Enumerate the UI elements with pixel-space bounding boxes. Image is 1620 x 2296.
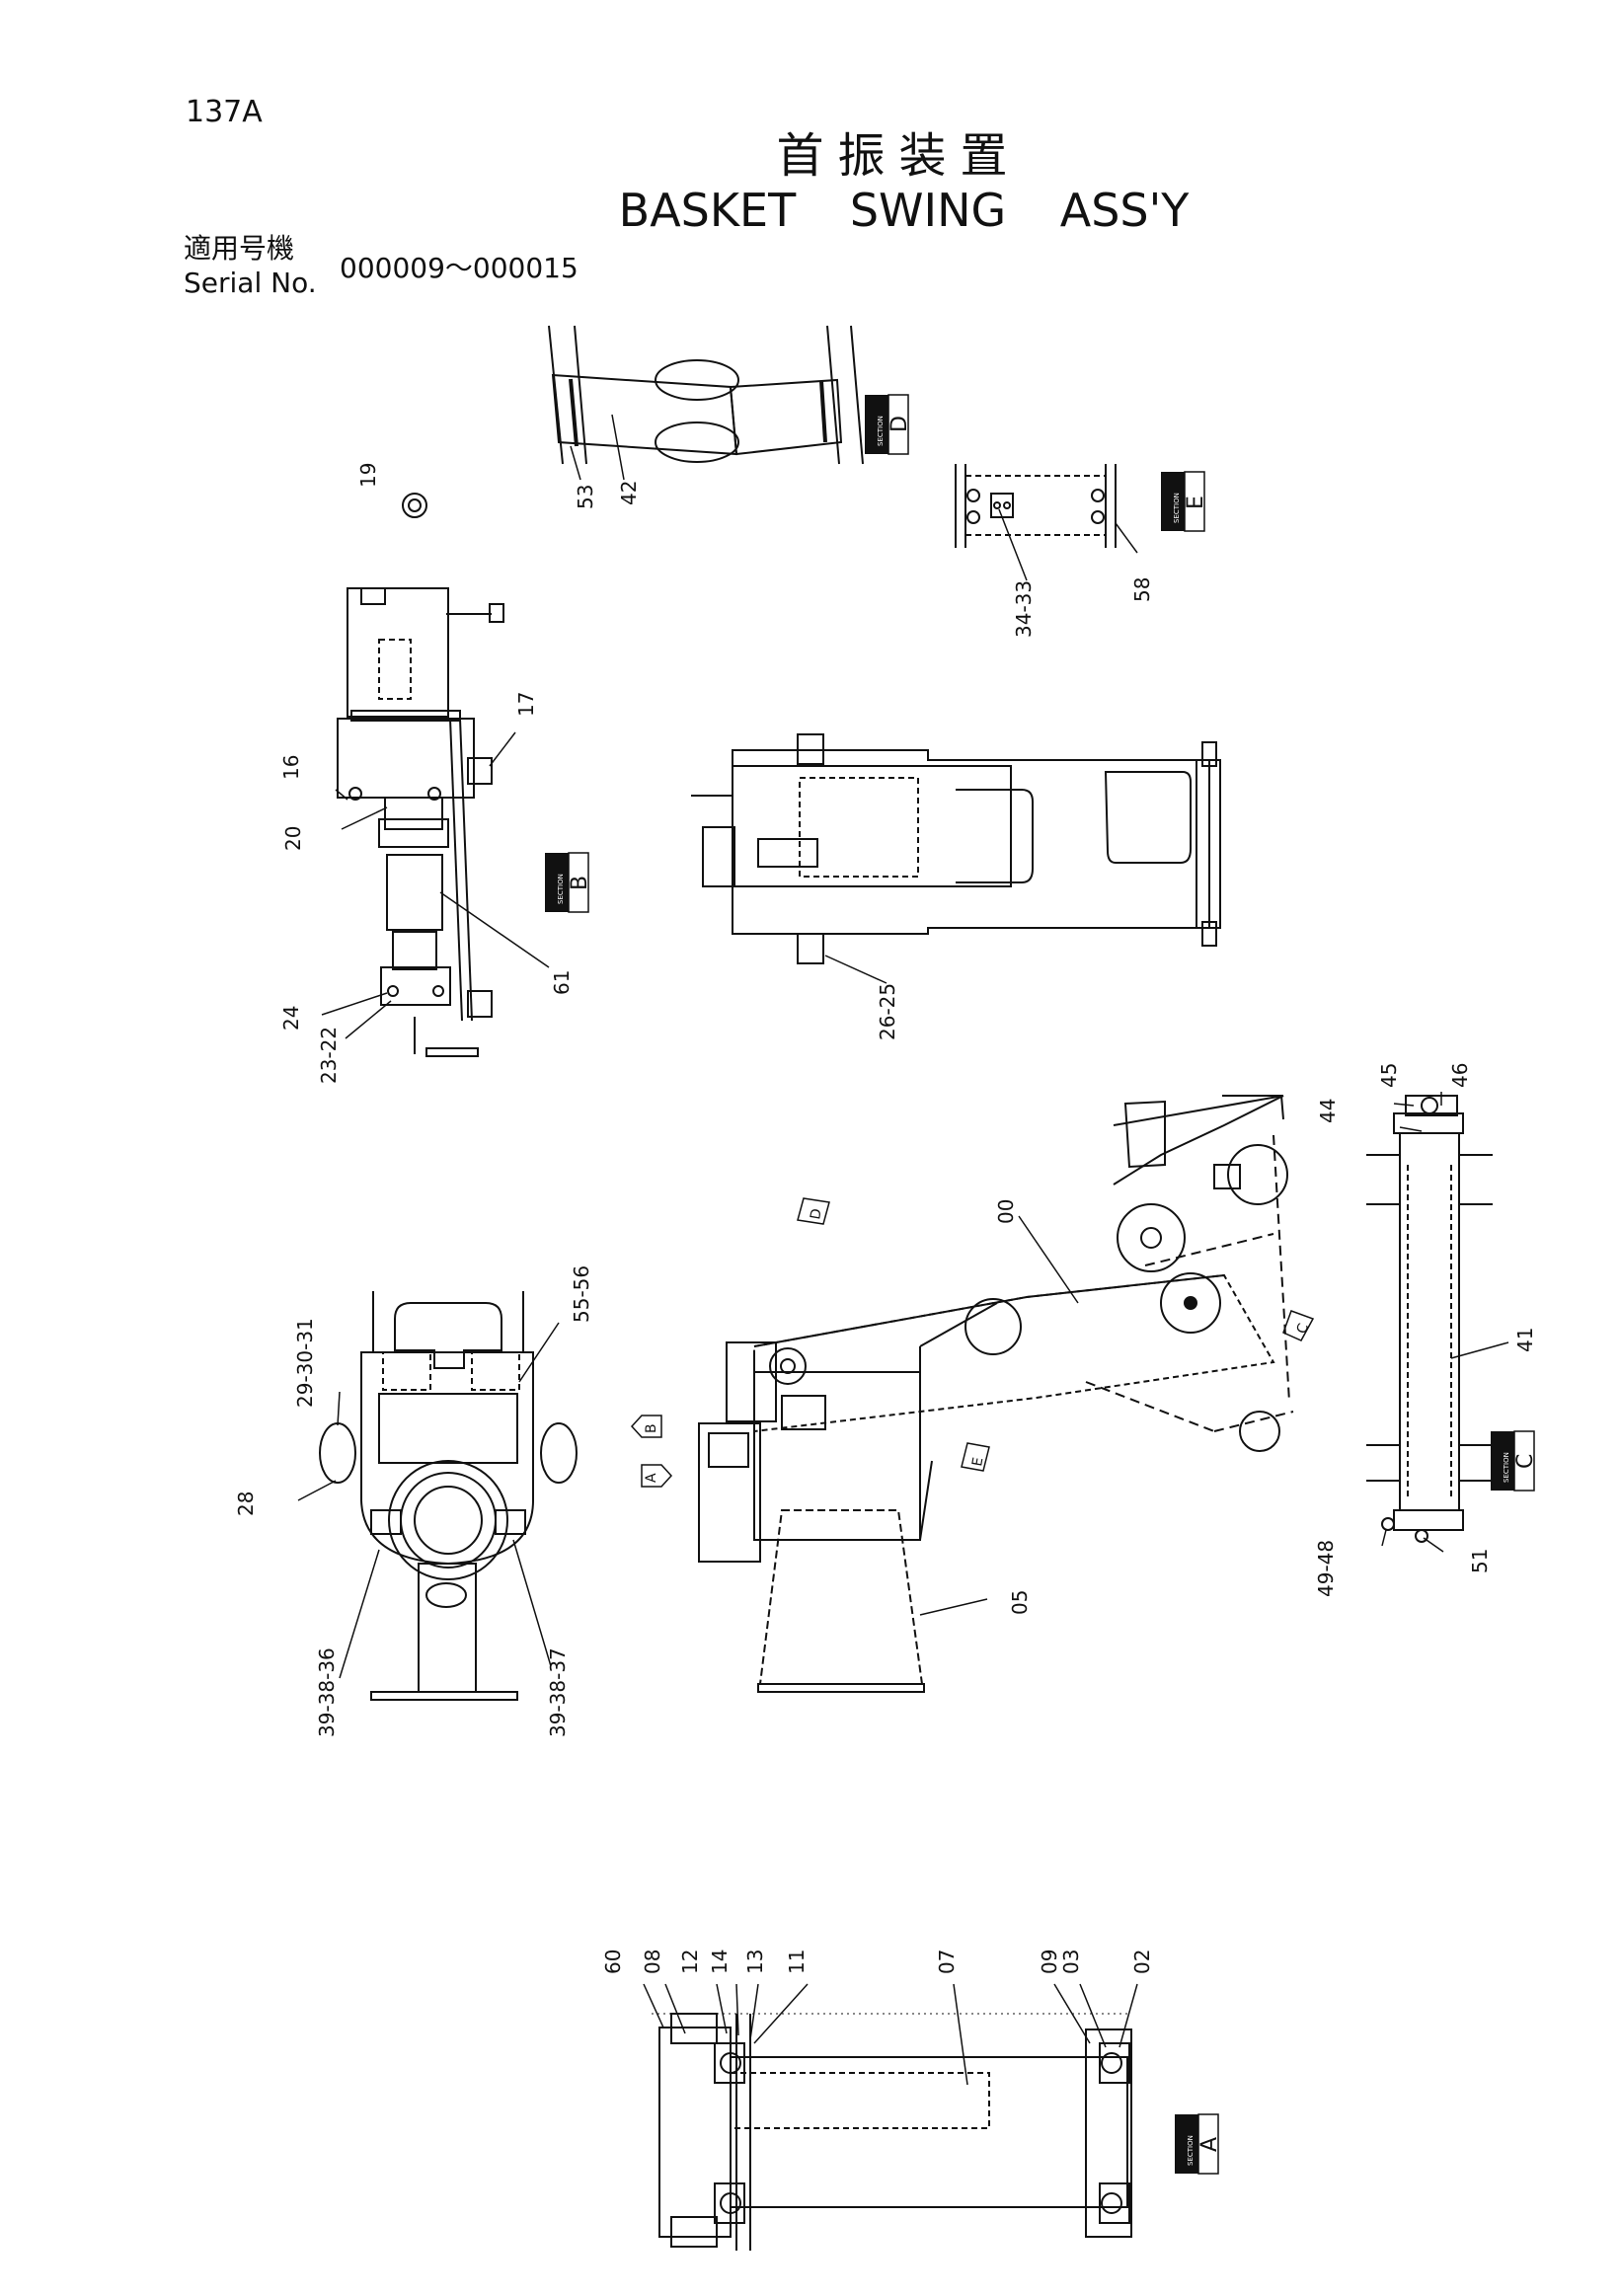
part-label-51: 51	[1468, 1549, 1492, 1573]
part-label-20: 20	[281, 826, 305, 851]
section-e-word: SECTION	[1173, 493, 1181, 523]
section-c-drawing	[1366, 1095, 1493, 1543]
part-label-39-38-37: 39-38-37	[546, 1647, 570, 1737]
part-label-07: 07	[935, 1950, 959, 1974]
page-number: 137A	[186, 95, 263, 129]
part-label-03: 03	[1059, 1950, 1083, 1974]
section-a-word: SECTION	[1187, 2135, 1195, 2166]
part-label-11: 11	[785, 1950, 809, 1974]
part-label-61: 61	[550, 970, 574, 995]
serial-range: 000009～000015	[340, 252, 579, 284]
part-label-12: 12	[678, 1950, 702, 1974]
serial-label-japanese: 適用号機	[184, 232, 295, 265]
part-label-45: 45	[1377, 1063, 1401, 1088]
section-b-drawing	[337, 587, 504, 1057]
view-arrow-shapes	[630, 1197, 1315, 1488]
section-badges	[545, 394, 1535, 2175]
part-label-28: 28	[234, 1492, 258, 1516]
front-view-drawing	[319, 1291, 578, 1701]
title-english: BASKET SWING ASS'Y	[618, 184, 1190, 237]
part-label-17: 17	[514, 692, 538, 717]
serial-label-english: Serial No.	[184, 267, 317, 299]
part-label-49-48: 49-48	[1314, 1540, 1338, 1597]
part-label-42: 42	[617, 481, 641, 505]
part-label-14: 14	[708, 1950, 732, 1974]
view-arrow-d-letter: D	[808, 1207, 825, 1220]
section-b-word: SECTION	[557, 874, 565, 904]
section-d-drawing	[548, 325, 864, 465]
section-c-word: SECTION	[1503, 1452, 1510, 1483]
section-a-drawing	[652, 2013, 1132, 2251]
part-label-60: 60	[601, 1950, 625, 1974]
section-e-letter: E	[1184, 496, 1208, 509]
part-label-58: 58	[1130, 577, 1154, 602]
part-label-09: 09	[1038, 1950, 1061, 1974]
part-label-08: 08	[641, 1950, 664, 1974]
part-label-16: 16	[279, 755, 303, 780]
part-label-53: 53	[574, 485, 597, 509]
part-label-29-30-31: 29-30-31	[293, 1318, 317, 1408]
part-label-46: 46	[1448, 1063, 1472, 1088]
section-e-drawing	[955, 464, 1117, 548]
part-label-00: 00	[994, 1199, 1018, 1224]
part-label-26-25: 26-25	[876, 983, 899, 1040]
top-view-drawing	[691, 733, 1221, 964]
part-label-24: 24	[279, 1006, 303, 1031]
part-label-55-56: 55-56	[570, 1265, 593, 1323]
part-label-19: 19	[356, 463, 380, 488]
part-label-34-33: 34-33	[1012, 580, 1036, 638]
view-arrow-a-letter: A	[644, 1473, 659, 1483]
main-side-view-drawing	[698, 1095, 1294, 1693]
part-label-23-22: 23-22	[317, 1027, 341, 1084]
part-label-13: 13	[743, 1950, 767, 1974]
section-c-letter: C	[1513, 1454, 1538, 1469]
part-label-41: 41	[1513, 1328, 1537, 1352]
view-arrow-b-letter: B	[644, 1423, 659, 1433]
part-label-05: 05	[1008, 1590, 1032, 1615]
title-japanese: 首振装置	[776, 128, 1022, 184]
part-label-44: 44	[1316, 1099, 1340, 1123]
part-label-39-38-36: 39-38-36	[315, 1647, 339, 1737]
section-a-letter: A	[1197, 2137, 1222, 2152]
view-arrow-e-letter: E	[969, 1456, 986, 1468]
view-arrow-c-letter: C	[1294, 1321, 1312, 1336]
part-labels: 53 42 34-33 58 19 16 20 17 61 24 23-22 2…	[234, 463, 1537, 1974]
leader-lines	[297, 414, 1509, 2086]
section-b-letter: B	[568, 876, 592, 890]
part-label-02: 02	[1130, 1950, 1154, 1974]
section-d-letter: D	[887, 416, 912, 432]
section-d-word: SECTION	[877, 416, 885, 446]
